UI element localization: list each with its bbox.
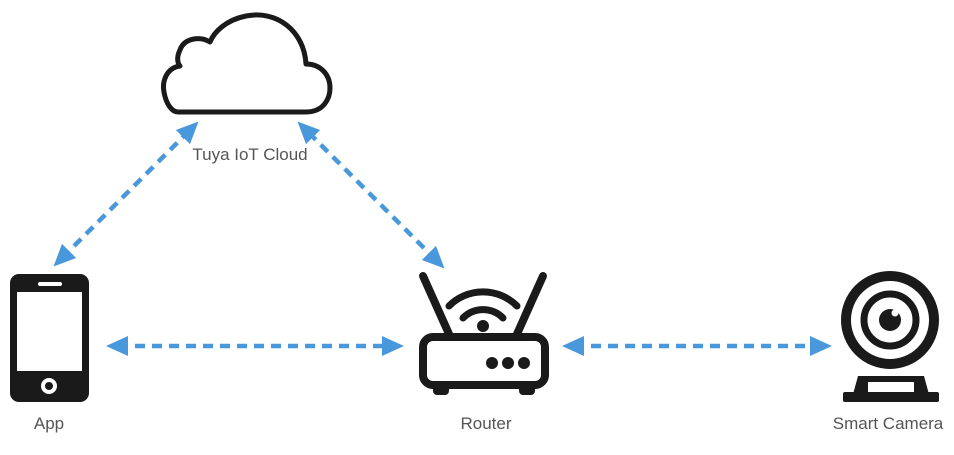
cloud-label: Tuya IoT Cloud [192, 145, 307, 164]
wifi-router-icon [419, 272, 549, 395]
camera-label: Smart Camera [833, 414, 944, 433]
router-label: Router [460, 414, 511, 433]
cloud-icon [161, 12, 333, 115]
connectors [53, 121, 832, 356]
webcam-icon [841, 271, 939, 402]
smartphone-icon [10, 274, 89, 402]
connector-app-cloud [53, 121, 199, 267]
connector-router-cloud [297, 121, 445, 269]
app-label: App [34, 414, 64, 433]
